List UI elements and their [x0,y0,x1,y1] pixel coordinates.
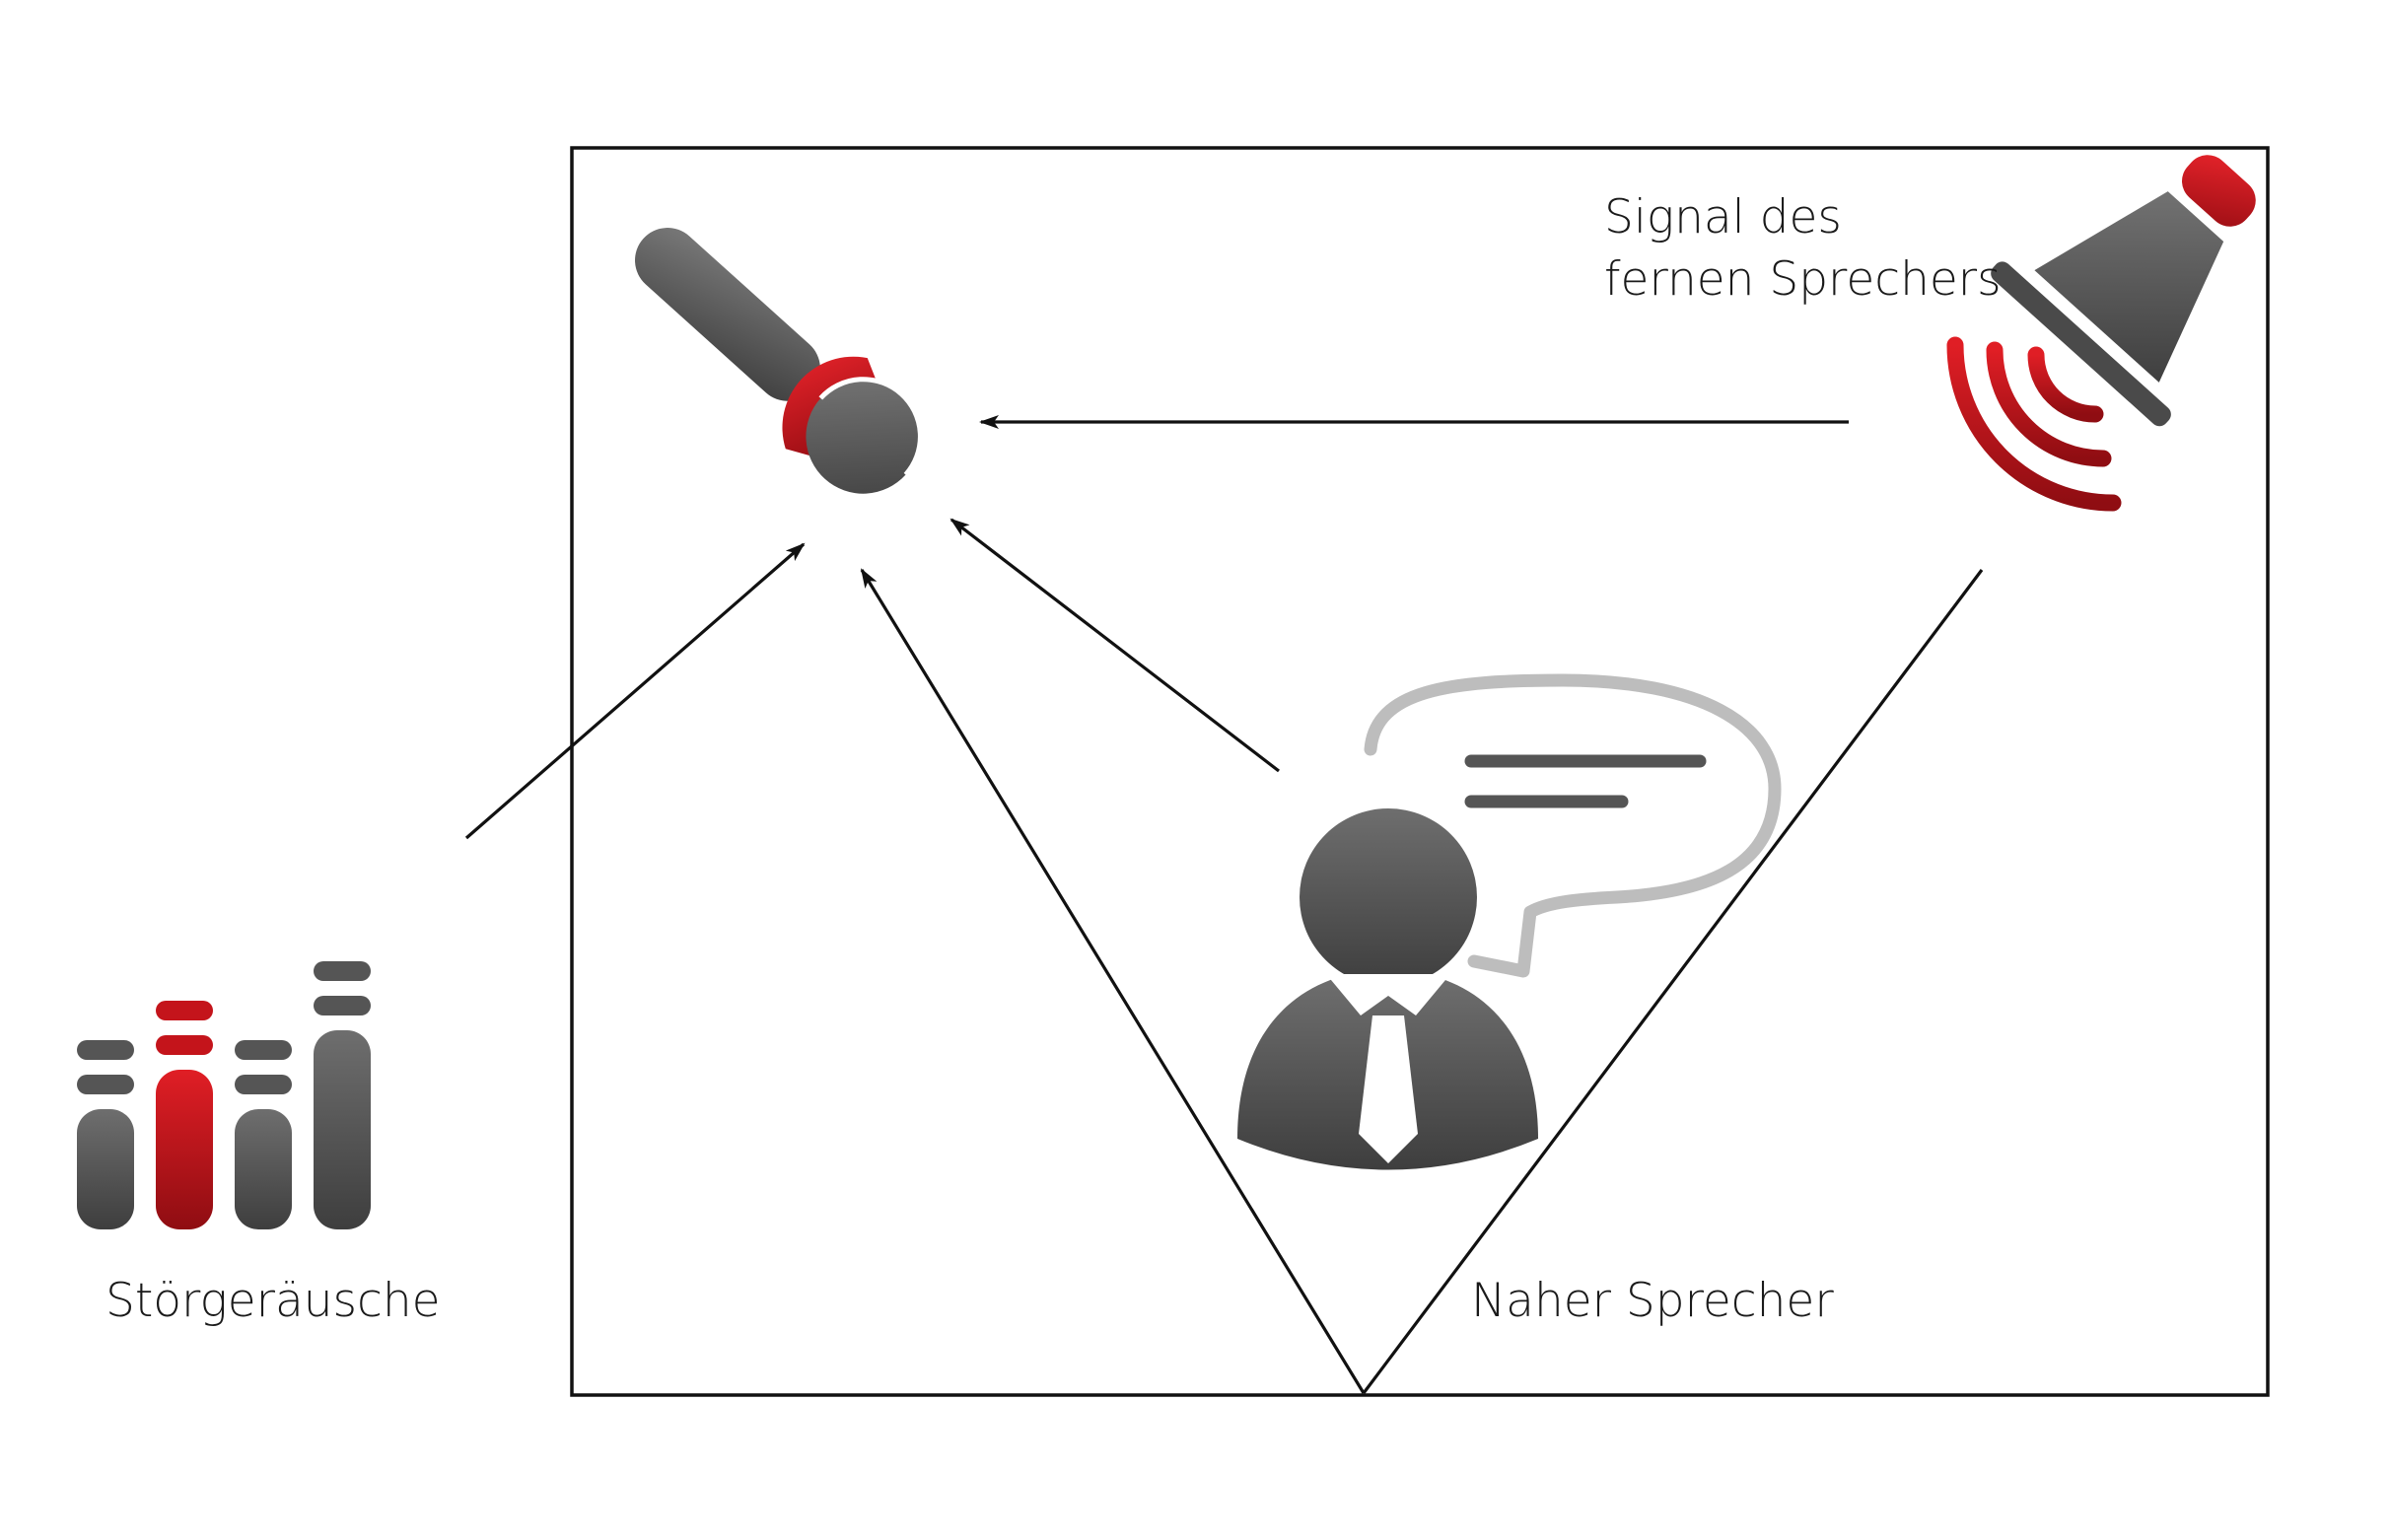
arrow-near-speaker-to-mic [949,518,1280,773]
reflection-speaker-to-floor [1362,569,1984,1394]
reflection-floor-to-mic [860,568,1366,1394]
equalizer-bars-icon [77,961,371,1229]
label-noise: Störgeräusche [105,1274,441,1328]
arrow-noise-to-mic [464,542,806,840]
label-far-speaker-line2: fernen Sprechers [1604,252,2002,307]
label-far-speaker-line1: Signal des [1604,190,1842,245]
person-speech-bubble-icon [1237,673,1782,1170]
loudspeaker-icon [1946,155,2256,512]
room-frame [570,146,2270,1397]
microphone-icon [635,228,923,494]
label-near-speaker: Naher Sprecher [1471,1274,1834,1328]
